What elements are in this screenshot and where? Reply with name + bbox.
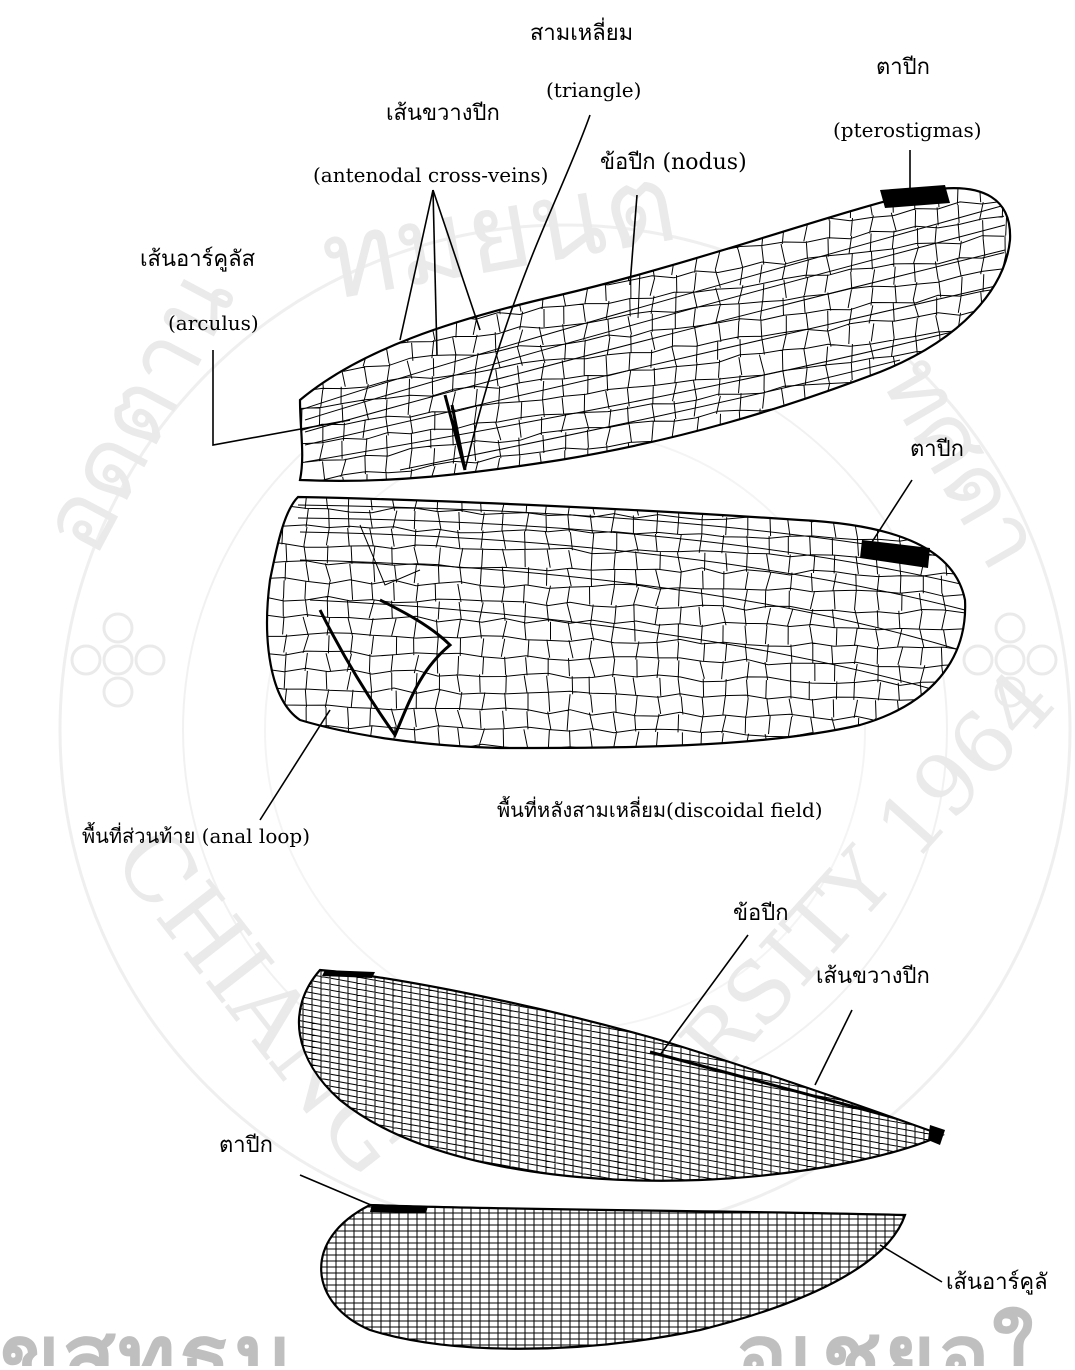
label-pterostigma-english: (pterostigmas) <box>833 120 982 140</box>
label-triangle-english: (triangle) <box>546 80 641 100</box>
label-arculus-english: (arculus) <box>168 313 259 333</box>
hindwing <box>260 488 969 792</box>
label-lower-stigma: ตาปีก <box>219 1135 273 1157</box>
label-discoidal-field: พื้นที่หลังสามเหลี่ยม(discoidal field) <box>497 800 823 820</box>
watermark-left-text: อดตาน <box>16 252 257 571</box>
label-triangle-thai: สามเหลี่ยม <box>530 23 633 45</box>
label-antenodal-thai: เส้นขวางปีก <box>386 103 500 125</box>
flower-ornament-left <box>72 614 164 706</box>
label-pterostigma-thai: ตาปีก <box>876 57 930 79</box>
label-nodus: ข้อปีก (nodus) <box>600 152 747 174</box>
bottom-watermark-left: ขสทธม <box>0 1290 294 1366</box>
bottom-watermark-band: ขสทธม อเชยอใ <box>0 1290 1075 1366</box>
label-arculus-thai: เส้นอาร์คูลัส <box>140 249 255 271</box>
label-antenodal-english: (antenodal cross-veins) <box>313 165 548 185</box>
label-hindwing-stigma: ตาปีก <box>910 439 964 461</box>
label-anal-loop: พื้นที่ส่วนท้าย (anal loop) <box>82 826 310 846</box>
label-lower-antenodal: เส้นขวางปีก <box>816 966 930 988</box>
bottom-watermark-right: อเชยอใ <box>735 1290 1037 1366</box>
label-lower-nodus: ข้อปีก <box>733 903 789 925</box>
